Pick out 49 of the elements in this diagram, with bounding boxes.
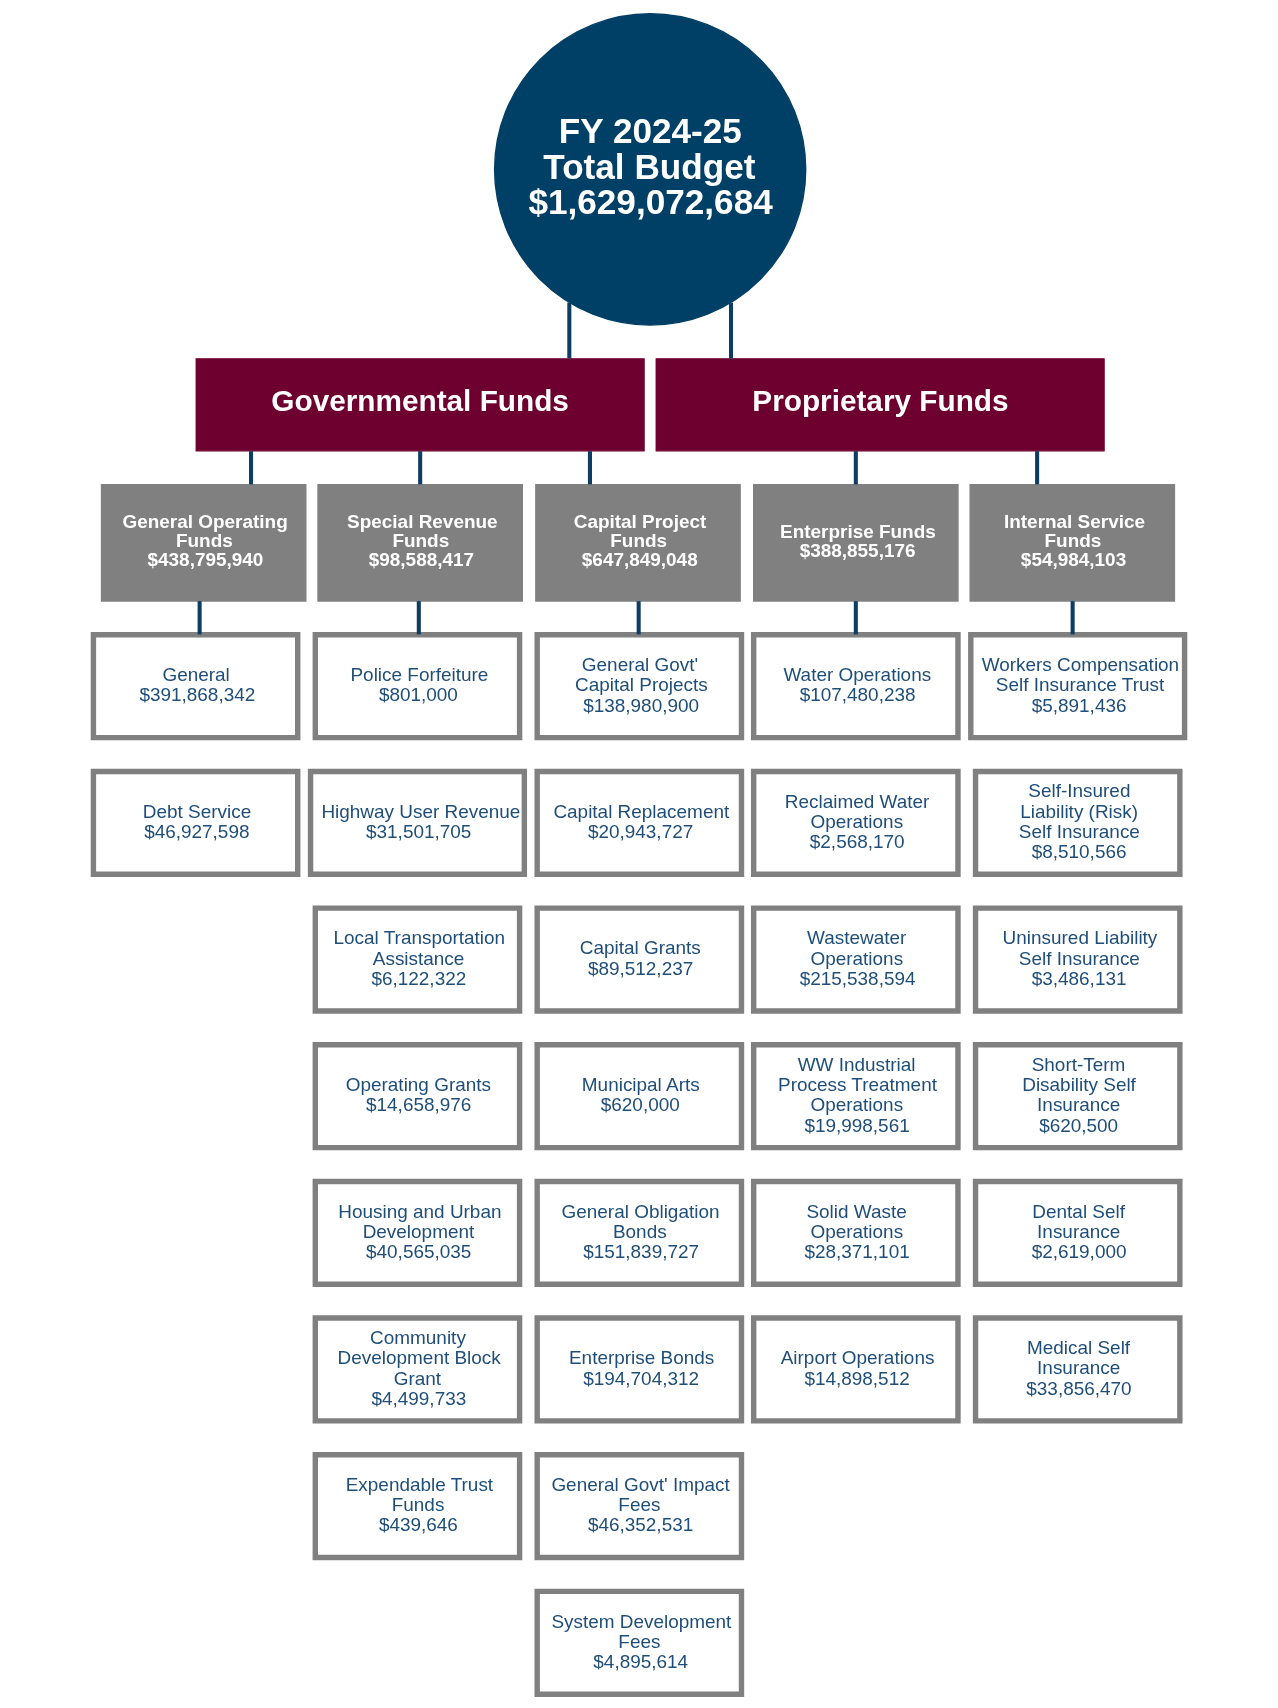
node-box: Self-Insured Liability (Risk) Self Insurance $8,510,566 <box>972 768 1183 877</box>
node-box: General Operating Funds $438,795,940 <box>100 483 307 602</box>
node-box: WW Industrial Process Treatment Operations $19,998,561 <box>750 1042 961 1151</box>
node-box: Police Forfeiture $801,000 <box>312 632 523 741</box>
node-box: Proprietary Funds <box>655 358 1105 452</box>
node-box: Enterprise Funds $388,855,176 <box>753 483 959 602</box>
node-box: Capital Project Funds $647,849,048 <box>535 483 741 602</box>
node-box: Medical Self Insurance $33,856,470 <box>972 1315 1183 1424</box>
node-box: Governmental Funds <box>195 358 645 452</box>
node-box: Expendable Trust Funds $439,646 <box>312 1452 523 1561</box>
node-circle: FY 2024-25 Total Budget $1,629,072,684 <box>493 13 807 326</box>
node-box: Wastewater Operations $215,538,594 <box>750 905 961 1014</box>
node-box: Housing and Urban Development $40,565,035 <box>312 1178 523 1287</box>
node-box: General $391,868,342 <box>90 632 301 741</box>
node-box: Special Revenue Funds $98,588,417 <box>317 483 523 602</box>
node-box: Local Transportation Assistance $6,122,322 <box>312 905 523 1014</box>
node-box: Community Development Block Grant $4,499,733 <box>312 1315 523 1424</box>
node-box: Debt Service $46,927,598 <box>90 768 301 877</box>
node-box: Dental Self Insurance $2,619,000 <box>972 1178 1183 1287</box>
node-box: Airport Operations $14,898,512 <box>750 1315 961 1424</box>
connector <box>418 451 423 485</box>
connector <box>416 601 421 635</box>
connector <box>1035 451 1040 485</box>
connector <box>728 302 734 359</box>
node-box: Operating Grants $14,658,976 <box>312 1042 523 1151</box>
node-box: Solid Waste Operations $28,371,101 <box>750 1178 961 1287</box>
node-box: Water Operations $107,480,238 <box>750 632 961 741</box>
node-box: Highway User Revenue $31,501,705 <box>307 768 528 877</box>
node-box: Municipal Arts $620,000 <box>534 1042 745 1151</box>
connector <box>249 451 254 485</box>
node-box: Short-Term Disability Self Insurance $620,500 <box>972 1042 1183 1151</box>
connector <box>853 601 858 635</box>
node-box: General Govt' Impact Fees $46,352,531 <box>534 1452 745 1561</box>
connector <box>1070 601 1075 635</box>
connector <box>636 601 641 635</box>
node-box: Capital Grants $89,512,237 <box>534 905 745 1014</box>
node-box: General Govt' Capital Projects $138,980,900 <box>534 632 745 741</box>
node-box: Workers Compensation Self Insurance Trust $5,891,436 <box>968 632 1188 741</box>
node-box: Uninsured Liability Self Insurance $3,486,131 <box>972 905 1183 1014</box>
connector <box>197 601 202 635</box>
connector <box>587 451 592 485</box>
connector <box>567 302 572 359</box>
node-box: Capital Replacement $20,943,727 <box>534 768 745 877</box>
node-box: Enterprise Bonds $194,704,312 <box>534 1315 745 1424</box>
node-box: System Development Fees $4,895,614 <box>534 1588 745 1697</box>
node-box: Reclaimed Water Operations $2,568,170 <box>750 768 961 877</box>
node-box: General Obligation Bonds $151,839,727 <box>534 1178 745 1287</box>
connector <box>853 451 858 485</box>
node-box: Internal Service Funds $54,984,103 <box>969 483 1176 602</box>
